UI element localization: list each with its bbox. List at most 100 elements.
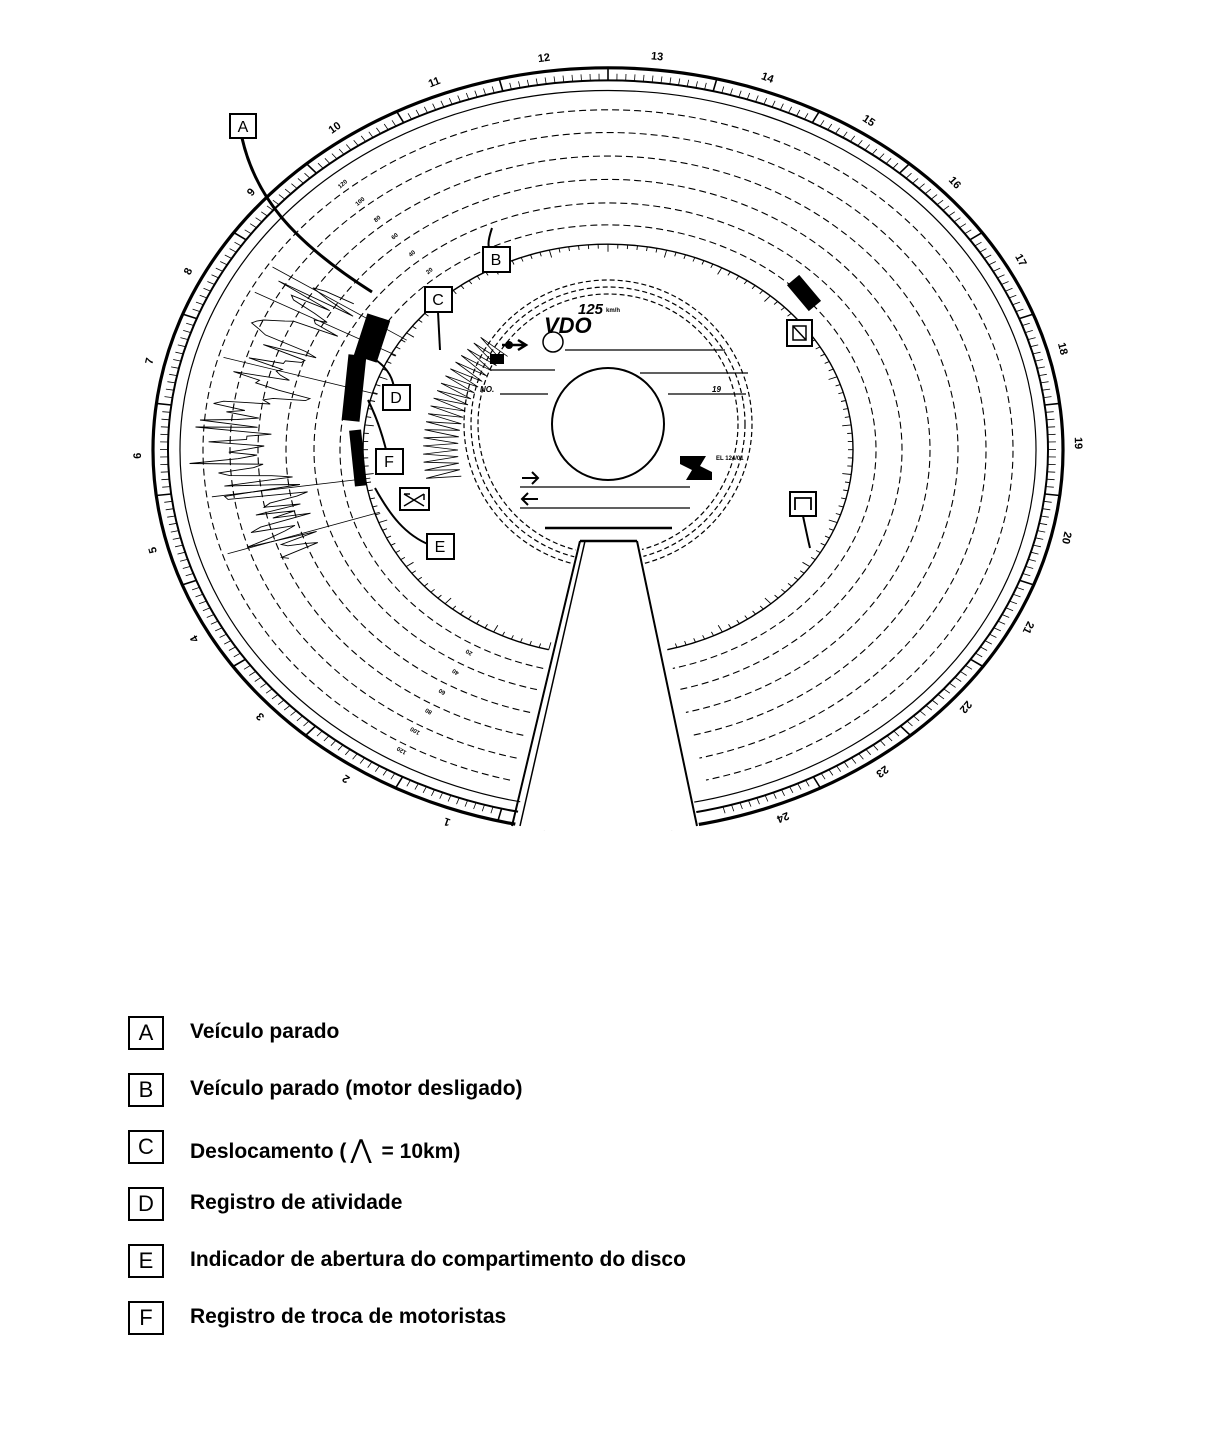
speed-label: 60 xyxy=(391,232,400,241)
tick-mark xyxy=(406,779,411,787)
tick-mark xyxy=(344,749,351,756)
tick-mark xyxy=(844,416,850,418)
tick-mark xyxy=(192,308,201,312)
legend-item-b: B Veículo parado (motor desligado) xyxy=(128,1071,1028,1111)
tick-mark xyxy=(974,241,982,247)
tick-mark xyxy=(1019,579,1034,586)
arrow-icon xyxy=(520,492,538,506)
tick-mark xyxy=(1044,402,1060,406)
tick-mark xyxy=(799,570,805,574)
activity-bar xyxy=(353,313,391,363)
tick-mark xyxy=(456,797,460,805)
tick-mark xyxy=(511,260,515,265)
tick-mark xyxy=(206,614,215,618)
tick-mark xyxy=(511,635,514,640)
tick-mark xyxy=(418,319,423,323)
tick-mark xyxy=(827,123,833,131)
vehicle-dot-icon xyxy=(505,341,513,349)
tick-mark xyxy=(1032,351,1041,355)
tick-mark xyxy=(660,76,663,84)
tick-mark xyxy=(390,773,396,780)
callout-c: C xyxy=(424,286,453,313)
tick-mark xyxy=(739,802,743,810)
tick-mark xyxy=(400,557,406,560)
hour-label: 4 xyxy=(188,632,202,644)
tick-mark xyxy=(406,332,415,338)
tick-mark xyxy=(391,353,396,357)
tick-mark xyxy=(965,665,973,670)
tick-mark xyxy=(925,705,933,711)
tick-mark xyxy=(969,231,983,241)
legend-label: Veículo parado xyxy=(190,1020,340,1043)
tick-mark xyxy=(156,493,172,497)
tick-mark xyxy=(755,95,759,102)
tick-mark xyxy=(744,615,748,620)
tick-mark xyxy=(367,761,373,768)
tick-mark xyxy=(386,361,392,364)
tick-mark xyxy=(828,368,834,372)
brand-text: VDO xyxy=(544,313,592,338)
tick-mark xyxy=(233,652,241,658)
tick-mark xyxy=(353,139,359,146)
tick-mark xyxy=(1037,366,1045,369)
tick-mark xyxy=(905,172,912,179)
rest-period-icon xyxy=(786,319,813,347)
tick-mark xyxy=(161,418,170,421)
tick-mark xyxy=(170,530,179,533)
tick-mark xyxy=(378,376,388,380)
tick-mark xyxy=(497,808,503,822)
tick-mark xyxy=(842,424,852,427)
svg-text:E: E xyxy=(435,539,446,556)
speed-trace-line xyxy=(189,280,354,559)
tick-mark xyxy=(695,81,698,88)
tick-mark xyxy=(871,148,878,155)
driver-change-icon xyxy=(399,487,430,511)
tick-mark xyxy=(529,640,532,646)
tick-mark xyxy=(378,519,388,524)
tick-mark xyxy=(886,735,893,742)
tick-mark xyxy=(195,593,204,598)
tick-mark xyxy=(773,301,778,305)
tick-mark xyxy=(167,515,176,518)
tick-mark xyxy=(367,489,373,492)
tick-mark xyxy=(520,257,524,262)
tick-mark xyxy=(865,749,872,756)
tick-mark xyxy=(490,806,494,814)
tick-mark xyxy=(930,194,938,200)
tick-mark xyxy=(430,588,435,593)
tick-mark xyxy=(835,384,841,387)
tick-mark xyxy=(701,260,705,265)
tick-mark xyxy=(1045,411,1054,413)
tick-mark xyxy=(372,392,378,395)
distance-zigzag xyxy=(423,336,508,479)
tick-mark xyxy=(844,481,850,484)
tick-mark xyxy=(161,478,170,481)
tick-mark xyxy=(828,528,834,531)
center-small-circle xyxy=(542,331,564,353)
svg-text:B: B xyxy=(491,252,502,269)
tick-mark xyxy=(953,217,961,223)
legend-label: Deslocamento (⋀ = 10km) xyxy=(190,1134,460,1165)
tick-mark xyxy=(828,376,838,380)
tick-mark xyxy=(452,605,457,610)
tick-mark xyxy=(842,473,852,475)
leader-line-e xyxy=(374,487,431,546)
hour-label: 7 xyxy=(144,357,157,366)
activity-bar xyxy=(341,354,367,422)
tick-mark xyxy=(764,597,772,605)
speed-rating-text: 125 xyxy=(578,301,604,318)
tick-mark xyxy=(352,753,358,760)
hour-label: 21 xyxy=(1020,619,1036,635)
tick-mark xyxy=(417,576,423,581)
logo-mark-icon xyxy=(680,456,712,480)
tick-mark xyxy=(811,111,820,124)
tick-mark xyxy=(885,158,892,164)
field-no-value: 19 xyxy=(712,385,721,394)
tick-mark xyxy=(949,682,956,688)
tick-mark xyxy=(704,82,707,90)
trace-spike xyxy=(211,477,371,498)
tick-mark xyxy=(162,411,171,413)
speed-unit-text: km/h xyxy=(606,308,620,314)
tick-mark xyxy=(924,188,932,195)
tick-mark xyxy=(324,158,331,164)
